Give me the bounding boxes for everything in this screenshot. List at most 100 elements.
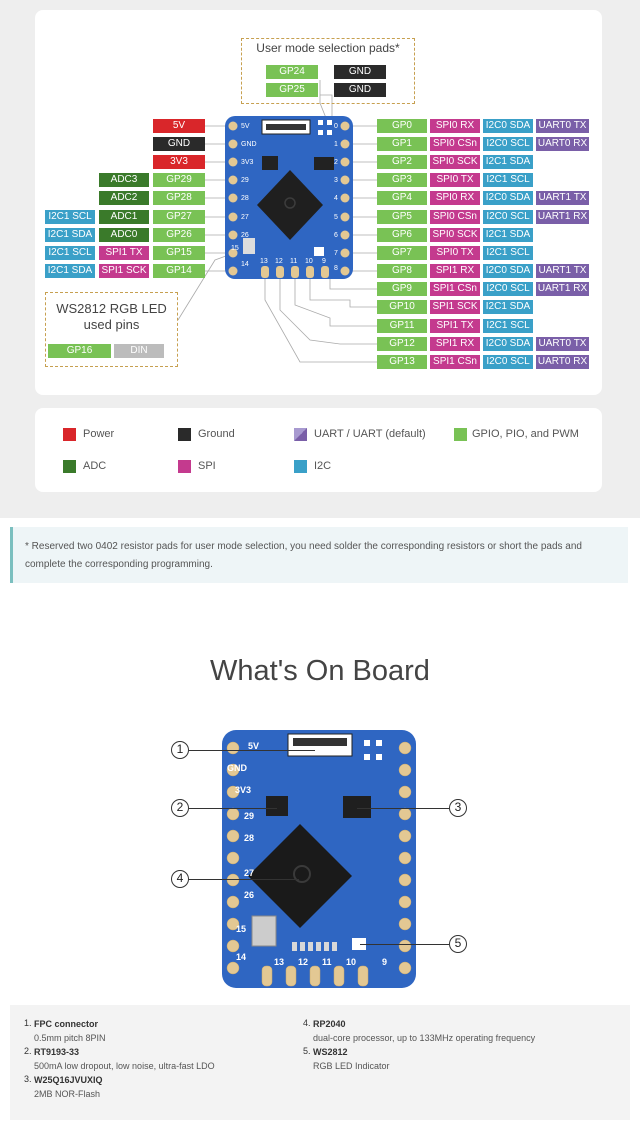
svg-text:GND: GND — [227, 763, 248, 773]
item-2-desc: 500mA low dropout, low noise, ultra-fast… — [34, 1061, 215, 1071]
right-pin-6-1: SPI0 SCK — [430, 228, 480, 242]
svg-text:4: 4 — [334, 195, 338, 202]
legend-swatch-adc — [63, 460, 76, 473]
ws2812-title-line1: WS2812 RGB LED — [56, 301, 167, 316]
svg-text:8: 8 — [334, 265, 338, 272]
right-pin-4-1: SPI0 RX — [430, 191, 480, 205]
right-pin-0-1: SPI0 RX — [430, 119, 480, 133]
left-pin-gnd: GND — [153, 137, 205, 151]
left-pin-gp15: GP15 — [153, 246, 205, 260]
left-pin-i2c1-scl-b: I2C1 SCL — [45, 246, 95, 260]
left-pin-adc1: ADC1 — [99, 210, 149, 224]
right-pin-7-0: GP7 — [377, 246, 427, 260]
components-description: 1. FPC connector 0.5mm pitch 8PIN 2. RT9… — [10, 1005, 630, 1120]
board-photo — [222, 730, 416, 988]
left-pin-i2c1-sda-b: I2C1 SDA — [45, 264, 95, 278]
left-pin-adc2: ADC2 — [99, 191, 149, 205]
svg-text:3V3: 3V3 — [241, 159, 254, 166]
svg-text:1: 1 — [334, 141, 338, 148]
item-3: W25Q16JVUXIQ 2MB NOR-Flash — [34, 1073, 103, 1101]
right-pin-8-3: UART1 TX — [536, 264, 589, 278]
item-1-name: FPC connector — [34, 1019, 99, 1029]
right-pin-10-1: SPI1 SCK — [430, 300, 480, 314]
user-mode-pad-gnd-1: GND — [334, 65, 386, 79]
svg-text:9: 9 — [382, 957, 387, 967]
svg-text:12: 12 — [275, 258, 283, 265]
right-pin-2-2: I2C1 SDA — [483, 155, 533, 169]
right-pin-8-0: GP8 — [377, 264, 427, 278]
svg-text:11: 11 — [290, 258, 297, 265]
right-pin-5-3: UART1 RX — [536, 210, 589, 224]
item-4: RP2040 dual-core processor, up to 133MHz… — [313, 1017, 535, 1045]
right-pin-9-0: GP9 — [377, 282, 427, 296]
left-pin-adc3: ADC3 — [99, 173, 149, 187]
right-pin-1-0: GP1 — [377, 137, 427, 151]
left-pin-gp26: GP26 — [153, 228, 205, 242]
left-pin-i2c1-scl-a: I2C1 SCL — [45, 210, 95, 224]
svg-text:29: 29 — [241, 177, 249, 184]
right-pin-9-1: SPI1 CSn — [430, 282, 480, 296]
right-pin-6-0: GP6 — [377, 228, 427, 242]
right-pin-5-2: I2C0 SCL — [483, 210, 533, 224]
svg-text:12: 12 — [298, 957, 308, 967]
svg-text:28: 28 — [241, 195, 249, 202]
left-pin-gp28: GP28 — [153, 191, 205, 205]
item-2: RT9193-33 500mA low dropout, low noise, … — [34, 1045, 215, 1073]
callout-5: 5 — [449, 935, 467, 953]
right-pin-8-1: SPI1 RX — [430, 264, 480, 278]
right-pin-13-2: I2C0 SCL — [483, 355, 533, 369]
right-pin-6-2: I2C1 SDA — [483, 228, 533, 242]
right-pin-5-0: GP5 — [377, 210, 427, 224]
legend-label-power: Power — [83, 428, 115, 440]
callout-line-1 — [189, 750, 315, 751]
right-pin-12-0: GP12 — [377, 337, 427, 351]
item-4-name: RP2040 — [313, 1019, 346, 1029]
user-mode-box: User mode selection pads* GP24 GND GP25 … — [241, 38, 415, 104]
svg-text:28: 28 — [244, 833, 254, 843]
legend-swatch-i2c — [294, 460, 307, 473]
svg-text:GND: GND — [241, 141, 257, 148]
legend-swatch-uart — [294, 428, 307, 441]
left-pin-spi1-sck: SPI1 SCK — [99, 264, 149, 278]
left-pin-spi1-tx: SPI1 TX — [99, 246, 149, 260]
legend-label-gpio: GPIO, PIO, and PWM — [472, 428, 579, 440]
whats-on-board-diagram: 5V GND 3V3 29 28 27 26 15 14 13 12 11 10… — [222, 730, 416, 988]
svg-text:11: 11 — [322, 957, 332, 967]
svg-text:2: 2 — [334, 159, 338, 166]
callout-3: 3 — [449, 799, 467, 817]
svg-text:29: 29 — [244, 811, 254, 821]
svg-text:27: 27 — [244, 868, 254, 878]
callout-1: 1 — [171, 741, 189, 759]
svg-text:27: 27 — [241, 214, 249, 221]
svg-text:3: 3 — [334, 177, 338, 184]
pinout-board-labels: 5V GND 3V3 29 28 27 26 15 14 0 1 2 3 4 5… — [231, 123, 338, 272]
user-mode-title: User mode selection pads* — [256, 41, 400, 55]
item-3-name: W25Q16JVUXIQ — [34, 1075, 103, 1085]
pinout-board — [225, 116, 353, 279]
legend-swatch-spi — [178, 460, 191, 473]
ws2812-title: WS2812 RGB LED used pins — [46, 301, 177, 333]
legend-swatch-power — [63, 428, 76, 441]
right-pin-4-2: I2C0 SDA — [483, 191, 533, 205]
legend-label-spi: SPI — [198, 460, 216, 472]
right-pin-3-0: GP3 — [377, 173, 427, 187]
svg-text:14: 14 — [236, 952, 246, 962]
item-2-name: RT9193-33 — [34, 1047, 80, 1057]
right-pin-12-1: SPI1 RX — [430, 337, 480, 351]
svg-text:15: 15 — [231, 245, 239, 252]
right-pin-11-0: GP11 — [377, 319, 427, 333]
user-mode-pad-gp24: GP24 — [266, 65, 318, 79]
item-1: FPC connector 0.5mm pitch 8PIN — [34, 1017, 106, 1045]
right-pin-5-1: SPI0 CSn — [430, 210, 480, 224]
item-5: WS2812 RGB LED Indicator — [313, 1045, 390, 1073]
left-pin-i2c1-sda-a: I2C1 SDA — [45, 228, 95, 242]
svg-text:3V3: 3V3 — [235, 785, 251, 795]
right-pin-13-3: UART0 RX — [536, 355, 589, 369]
item-1-desc: 0.5mm pitch 8PIN — [34, 1033, 106, 1043]
reserved-pads-note-text: * Reserved two 0402 resistor pads for us… — [25, 541, 582, 570]
left-pin-gp29: GP29 — [153, 173, 205, 187]
legend-swatch-ground — [178, 428, 191, 441]
legend-label-ground: Ground — [198, 428, 235, 440]
left-pin-3v3: 3V3 — [153, 155, 205, 169]
right-pin-2-0: GP2 — [377, 155, 427, 169]
